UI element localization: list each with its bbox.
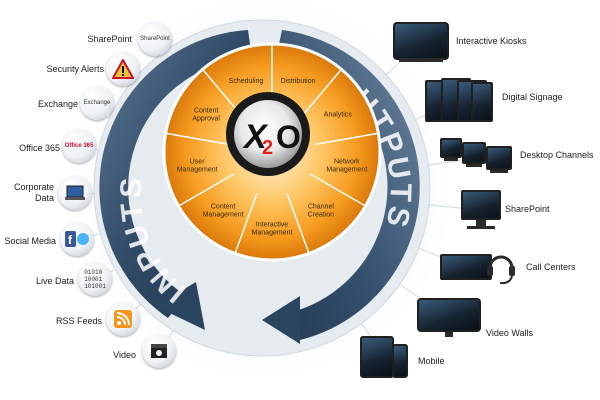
- office365-icon: Office 365: [62, 129, 96, 163]
- wheel-divider: [165, 132, 229, 146]
- desktop-icon: [440, 136, 522, 178]
- headset-icon: [440, 250, 520, 290]
- wheel-segment-label: Scheduling: [229, 78, 264, 85]
- input-label-sharepoint: SharePoint: [87, 34, 132, 44]
- kiosk-icon: [393, 22, 449, 66]
- facebook-twitter-icon: f: [65, 231, 89, 247]
- output-label-digital-signage: Digital Signage: [502, 92, 563, 102]
- output-label-desktop-channels: Desktop Channels: [520, 150, 594, 160]
- output-label-interactive-kiosks: Interactive Kiosks: [456, 36, 527, 46]
- signage-icon: [425, 78, 497, 126]
- output-label-video-walls: Video Walls: [486, 328, 534, 338]
- output-label-mobile: Mobile: [418, 356, 445, 366]
- wheel-divider: [309, 173, 366, 207]
- monitor-icon: [461, 190, 501, 232]
- wheel-divider: [315, 132, 379, 146]
- wheel-divider: [286, 193, 310, 254]
- sharepoint-icon-text: SharePoint: [140, 36, 170, 42]
- video-wall-icon: [417, 298, 481, 338]
- input-label-exchange: Exchange: [37, 99, 78, 109]
- x2o-logo: X 2 O: [242, 118, 301, 159]
- wheel-dividers: [165, 44, 379, 254]
- wheel-divider: [234, 193, 258, 254]
- wheel-divider: [178, 173, 235, 207]
- input-label-office365: Office 365: [19, 143, 60, 153]
- rss-icon: [106, 302, 140, 336]
- input-label-corporate-data: Corporate Data: [13, 182, 54, 203]
- inputs-arrowhead: [155, 282, 205, 330]
- input-label-video: Video: [113, 350, 136, 360]
- inputs-ring-arrow: [99, 30, 252, 318]
- hub-center: [234, 100, 302, 168]
- database-icon: [58, 176, 92, 210]
- sharepoint-icon: SharePoint: [138, 22, 172, 56]
- office365-icon-text: Office 365: [64, 143, 94, 149]
- wheel-segment-label: Distribution: [280, 78, 315, 85]
- logo-x: X: [242, 118, 269, 156]
- headset-graphic: [487, 255, 515, 285]
- input-label-security-alerts: Security Alerts: [46, 64, 104, 74]
- outputs-ring-arrow: [276, 30, 420, 340]
- video-icon: [142, 334, 176, 368]
- wheel-divider: [299, 68, 342, 119]
- exchange-icon-text: Exchange: [83, 100, 111, 106]
- input-label-live-data: Live Data: [35, 276, 74, 286]
- rss-feed-icon: [114, 310, 132, 328]
- warning-triangle-icon: [112, 59, 134, 79]
- output-label-sharepoint: SharePoint: [505, 204, 550, 214]
- clapperboard-icon: [151, 344, 167, 358]
- social-media-icon: f: [60, 222, 94, 256]
- binary-data-icon: 01010 10001 101001: [78, 262, 112, 296]
- wheel-segment-label: Analytics: [324, 112, 353, 119]
- outputs-arrowhead: [262, 296, 300, 344]
- input-label-social-media: Social Media: [4, 236, 56, 246]
- warning-icon: [106, 52, 140, 86]
- output-label-call-centers: Call Centers: [526, 262, 576, 272]
- logo-o: O: [276, 119, 301, 155]
- binary-data-icon-text: 01010 10001 101001: [84, 268, 106, 290]
- laptop-screen-icon: [65, 185, 85, 200]
- logo-two: 2: [262, 137, 273, 159]
- mobile-icon: [360, 336, 412, 380]
- svg-text:f: f: [68, 233, 73, 247]
- exchange-icon: Exchange: [80, 86, 114, 120]
- input-label-rss-feeds: RSS Feeds: [55, 316, 102, 326]
